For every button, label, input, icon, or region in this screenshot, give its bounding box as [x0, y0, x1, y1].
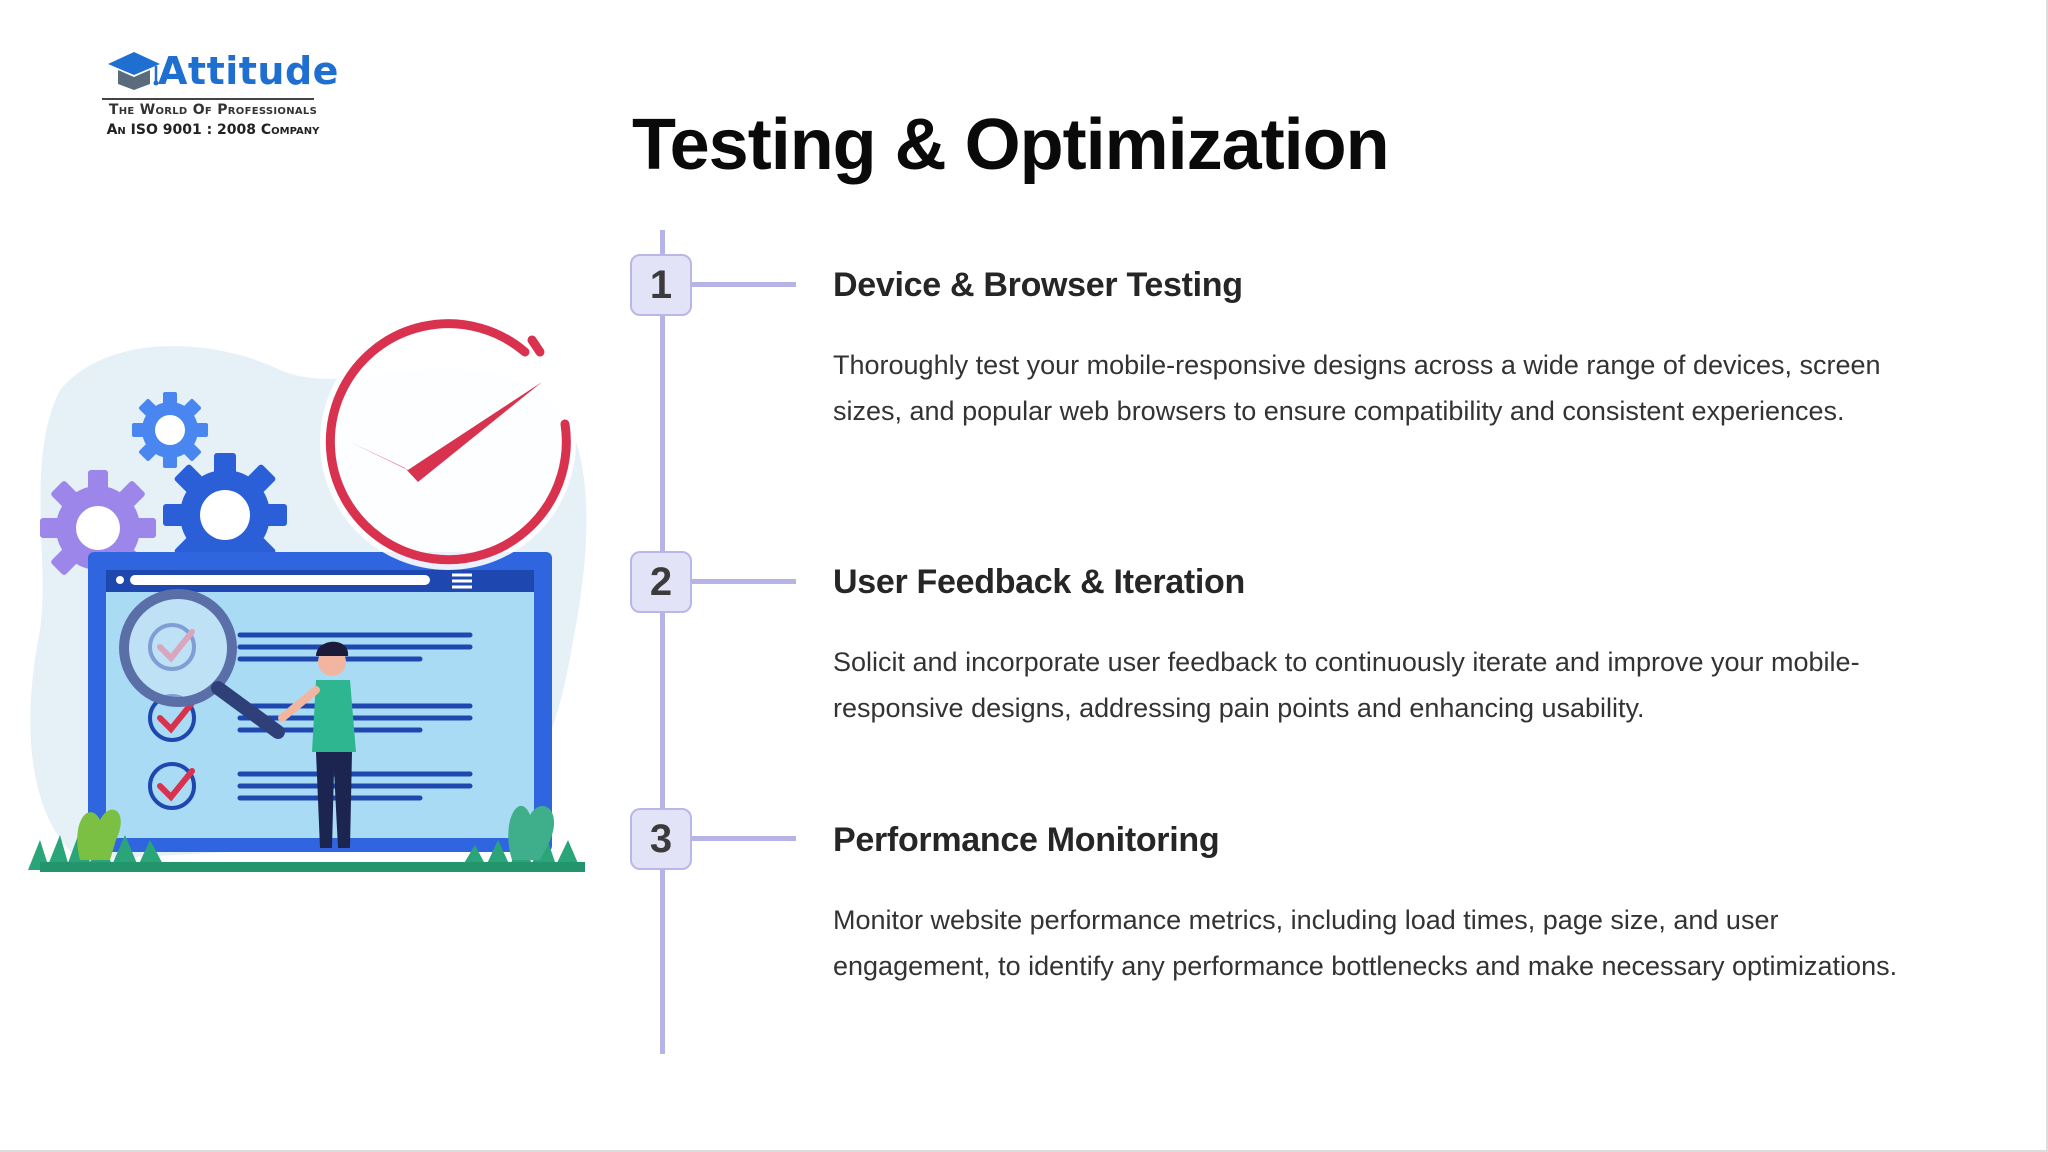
step-number-badge: 1 — [630, 254, 692, 316]
step-number-badge: 3 — [630, 808, 692, 870]
step-title: User Feedback & Iteration — [833, 563, 1245, 601]
person-figure — [278, 641, 356, 848]
plant-left — [77, 809, 121, 860]
step-description: Monitor website performance metrics, inc… — [833, 905, 1898, 981]
gear-small-icon — [132, 392, 208, 468]
graduation-cap-icon — [108, 52, 160, 90]
logo-tagline: The World Of Professionals — [108, 102, 318, 118]
menu-icon — [452, 573, 472, 589]
plant-right — [508, 805, 555, 860]
step-connector — [692, 282, 796, 287]
company-logo: Attitude The World Of Professionals An I… — [88, 44, 338, 144]
timeline-step-3: 3 Performance Monitoring Monitor website… — [0, 0, 2046, 981]
step-connector — [692, 836, 796, 841]
magnifier-icon — [119, 589, 285, 739]
address-bar — [130, 575, 430, 585]
step-description: Solicit and incorporate user feedback to… — [833, 647, 1860, 723]
timeline-line — [660, 230, 665, 1054]
step-number-badge: 2 — [630, 551, 692, 613]
step-description: Thoroughly test your mobile-responsive d… — [833, 350, 1881, 426]
timeline-step-1: 1 Device & Browser Testing Thoroughly te… — [0, 0, 2046, 426]
testing-illustration — [28, 314, 587, 872]
step-title: Device & Browser Testing — [833, 266, 1243, 304]
logo-name: Attitude — [158, 49, 339, 93]
step-connector — [692, 579, 796, 584]
logo-wordmark: Attitude — [106, 48, 339, 94]
slide-title: Testing & Optimization — [632, 105, 1390, 185]
step-title: Performance Monitoring — [833, 821, 1220, 859]
grass — [28, 830, 585, 872]
logo-certification: An ISO 9001 : 2008 Company — [106, 122, 320, 138]
timeline-step-2: 2 User Feedback & Iteration Solicit and … — [0, 0, 2046, 723]
gear-purple-icon — [40, 470, 156, 586]
logo-divider — [102, 98, 314, 100]
checkmark-circle-icon — [320, 314, 576, 570]
